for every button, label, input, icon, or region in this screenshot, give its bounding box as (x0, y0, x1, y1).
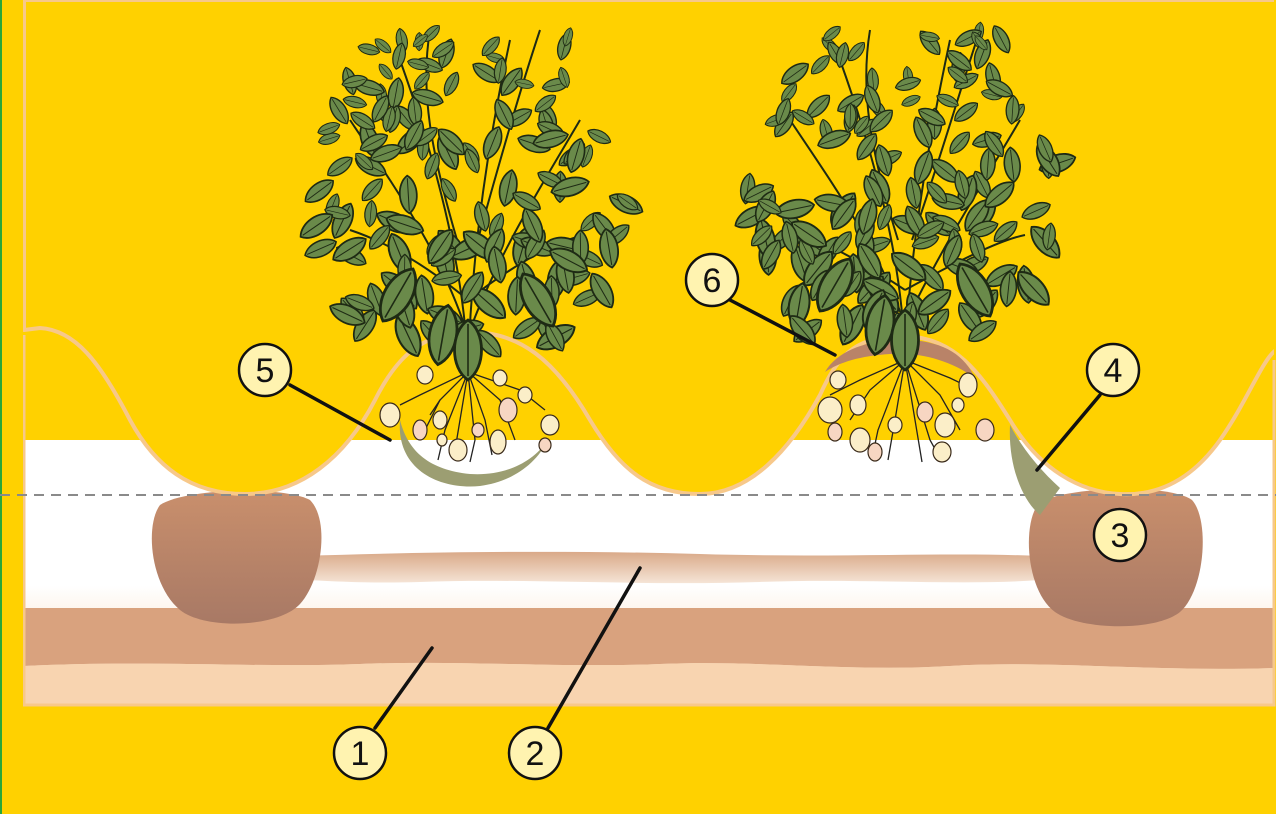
ridge-surface (0, 0, 1276, 494)
plough-pan-layer (300, 552, 1040, 583)
callout-3-number: 3 (1111, 517, 1130, 555)
leaf-icon (892, 310, 919, 370)
deep-soil-layer (24, 663, 1274, 705)
callout-1: 1 (334, 727, 386, 779)
callout-5: 5 (239, 344, 291, 396)
callout-6-number: 6 (703, 262, 722, 300)
callout-6: 6 (686, 254, 738, 306)
stone-left (152, 491, 322, 624)
leaf-icon (455, 320, 482, 380)
callout-4-number: 4 (1104, 352, 1123, 390)
callout-2-number: 2 (526, 735, 545, 773)
callout-1-number: 1 (351, 735, 370, 773)
callout-3: 3 (1094, 509, 1146, 561)
callout-2: 2 (509, 727, 561, 779)
callout-4: 4 (1087, 344, 1139, 396)
callout-5-number: 5 (256, 352, 275, 390)
